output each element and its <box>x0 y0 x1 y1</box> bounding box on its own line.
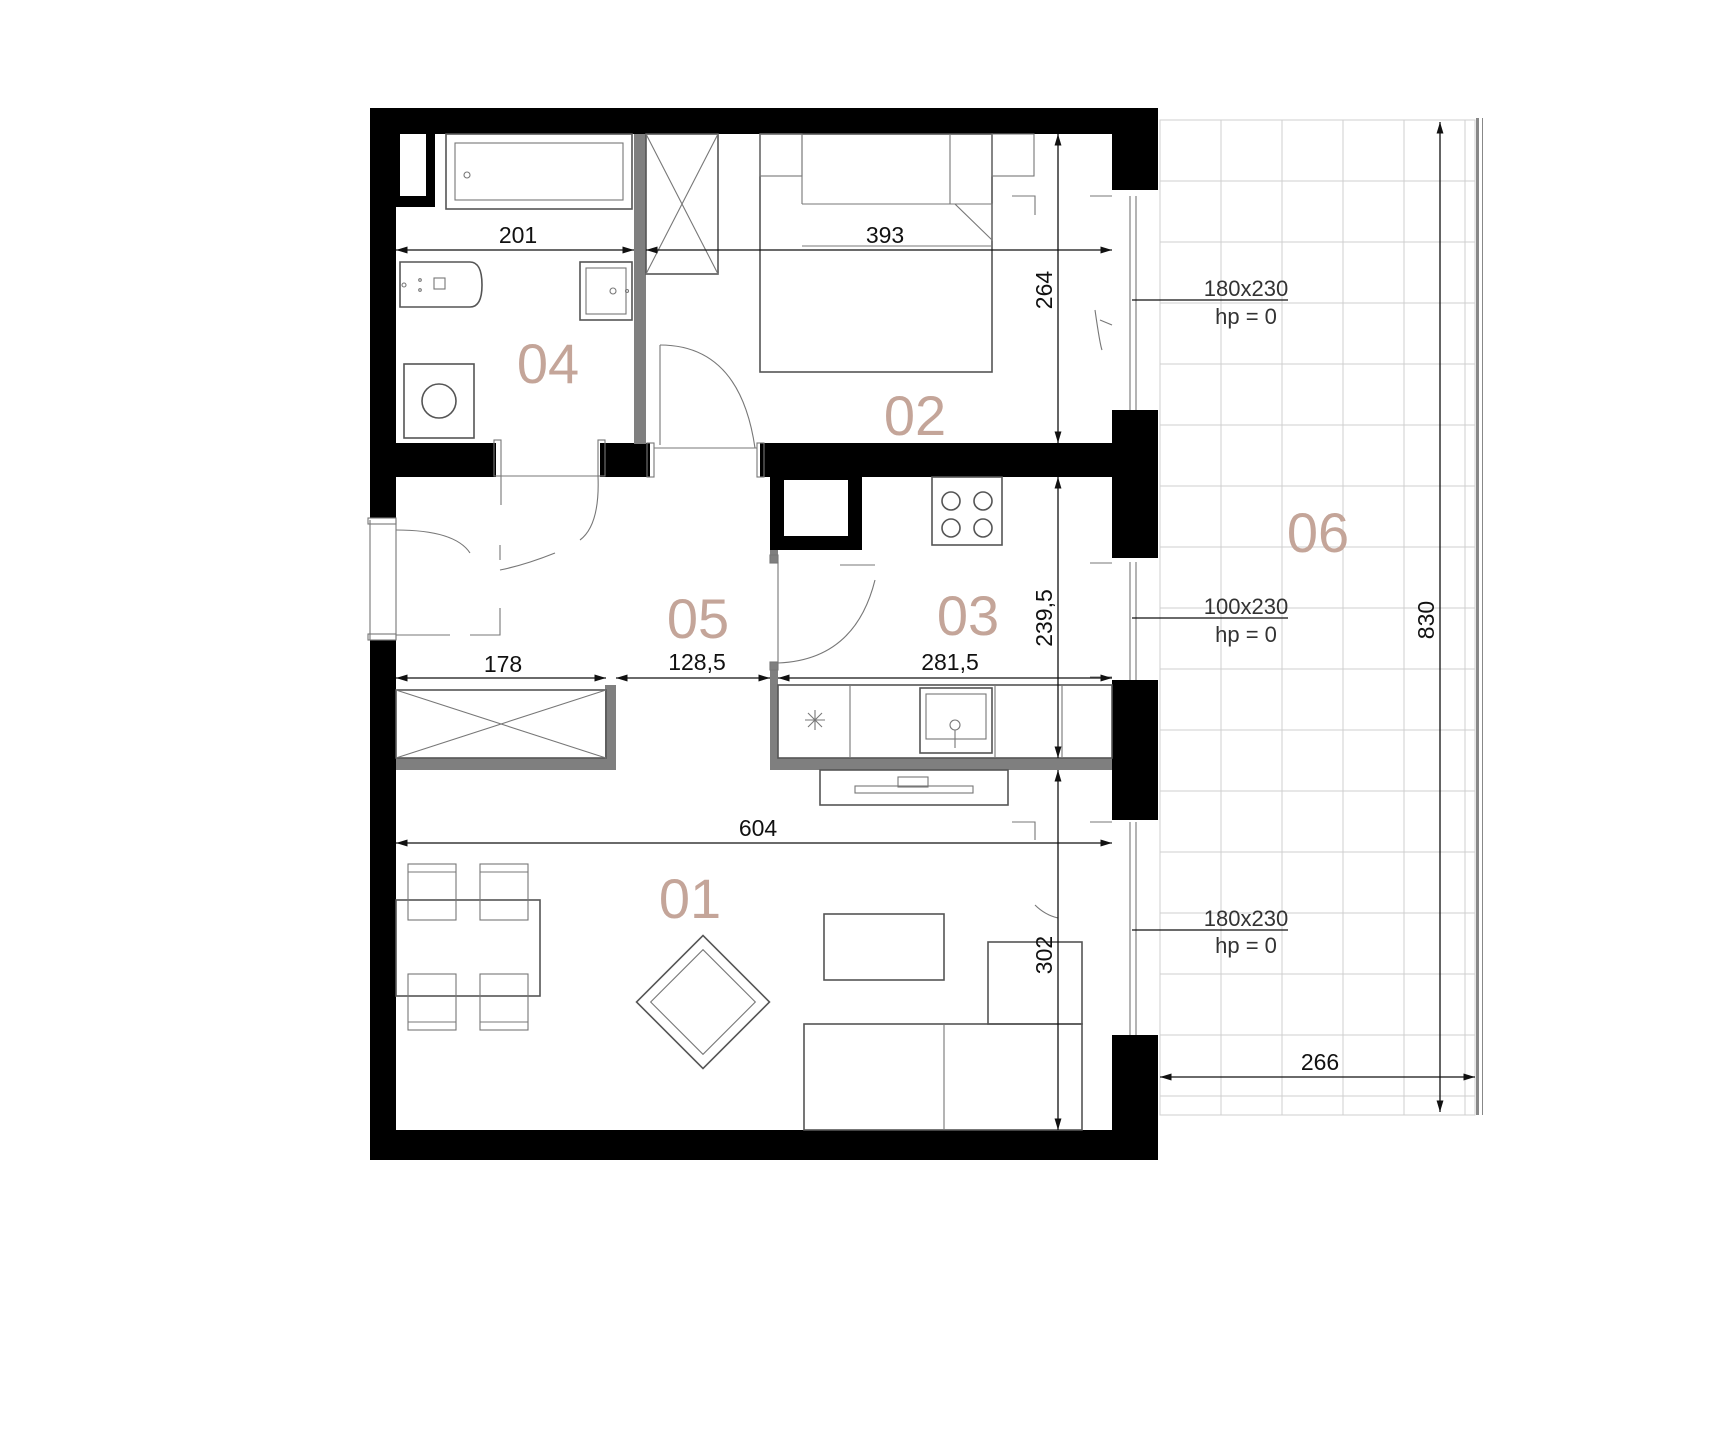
dim-178: 178 <box>484 651 522 677</box>
dim-302: 302 <box>1031 936 1057 974</box>
window-size-label: 180x230 <box>1204 906 1288 931</box>
dim-604: 604 <box>739 815 778 841</box>
room-labels: 04 02 06 05 03 01 <box>517 332 1349 930</box>
exterior-walls <box>370 108 1158 1160</box>
dimension-labels: 201 393 264 178 128,5 281,5 239,5 604 30… <box>484 222 1439 1075</box>
room-label-03: 03 <box>937 584 999 647</box>
window-size-label: 100x230 <box>1204 594 1288 619</box>
doors <box>395 344 876 671</box>
dim-264: 264 <box>1031 271 1057 310</box>
terrace-tile-grid <box>1159 118 1483 1116</box>
window-sill-label: hp = 0 <box>1215 622 1277 647</box>
dim-128-5: 128,5 <box>668 649 726 675</box>
bathroom-fixtures <box>399 133 633 439</box>
kitchen-furniture <box>777 476 1113 806</box>
dim-830: 830 <box>1413 601 1439 639</box>
room-label-04: 04 <box>517 332 579 395</box>
dim-393: 393 <box>866 222 904 248</box>
window-callouts: 180x230 hp = 0 100x230 hp = 0 180x230 hp… <box>1204 276 1288 958</box>
dimension-lines <box>396 121 1475 1130</box>
bedroom-furniture <box>645 133 1035 373</box>
room-label-01: 01 <box>659 867 721 930</box>
windows <box>367 195 1137 1035</box>
room-label-02: 02 <box>884 384 946 447</box>
window-size-label: 180x230 <box>1204 276 1288 301</box>
dim-201: 201 <box>499 222 537 248</box>
dim-281-5: 281,5 <box>921 649 979 675</box>
room-label-05: 05 <box>667 587 729 650</box>
wardrobe <box>395 689 607 759</box>
living-room-furniture <box>395 863 1083 1131</box>
dim-266: 266 <box>1301 1049 1339 1075</box>
partition-walls <box>396 134 1112 770</box>
room-label-06: 06 <box>1287 501 1349 564</box>
window-sill-label: hp = 0 <box>1215 933 1277 958</box>
window-sill-label: hp = 0 <box>1215 304 1277 329</box>
dim-239-5: 239,5 <box>1031 589 1057 647</box>
